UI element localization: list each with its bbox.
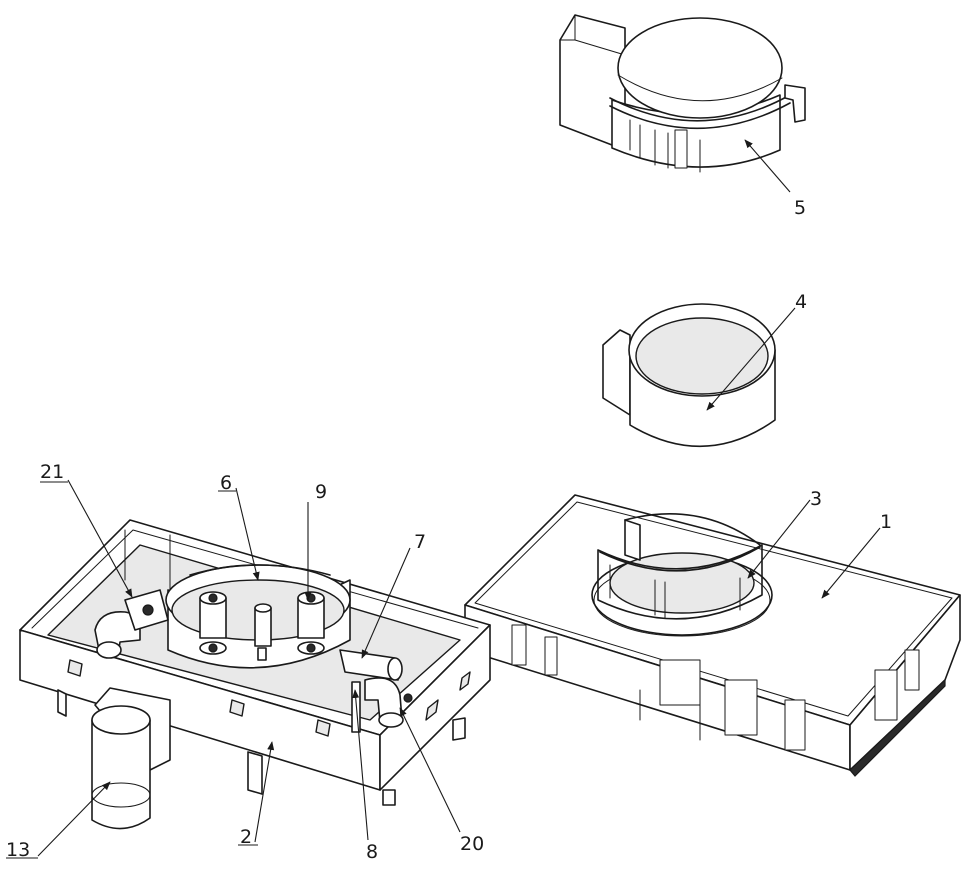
callout-3: 3	[810, 488, 822, 510]
callout-5: 5	[794, 197, 806, 219]
part-4-inner-cup	[603, 304, 775, 446]
callout-20: 20	[460, 833, 484, 855]
callout-21: 21	[40, 461, 64, 483]
callout-13: 13	[6, 839, 30, 861]
part-5-top-cover	[560, 15, 805, 172]
callout-6: 6	[220, 472, 232, 494]
callout-1: 1	[880, 511, 892, 533]
callout-4: 4	[795, 291, 807, 313]
part-1-housing-plate	[465, 495, 960, 776]
part-13-outlet-pipe	[92, 688, 170, 829]
callout-8: 8	[366, 841, 378, 863]
callout-2: 2	[240, 826, 252, 848]
callout-7: 7	[414, 531, 426, 553]
callout-9: 9	[315, 481, 327, 503]
